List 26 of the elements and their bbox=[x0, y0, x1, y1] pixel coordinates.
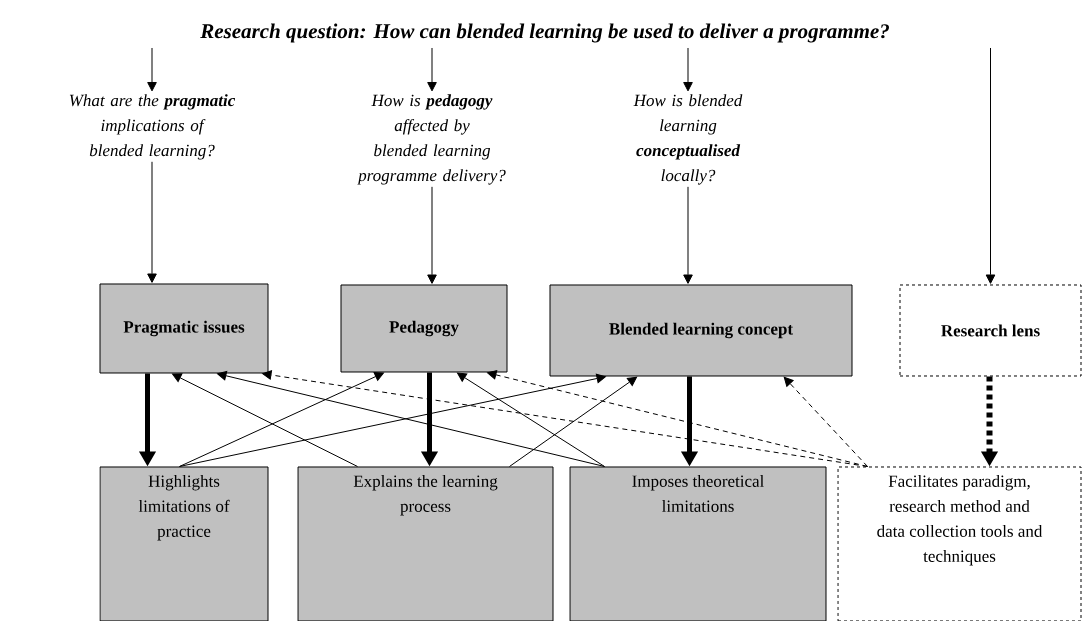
arrow bbox=[985, 47, 996, 284]
concept-box: Blended learning concept bbox=[549, 284, 853, 377]
outcome-box: Imposes theoretical limitations bbox=[569, 466, 827, 621]
arrow bbox=[783, 376, 868, 467]
arrow bbox=[262, 370, 868, 467]
concept-box: Pragmatic issues bbox=[99, 283, 269, 374]
arrow bbox=[147, 47, 157, 92]
research-lens-box: Facilitates paradigm, research method and data collection tools and techniques bbox=[837, 466, 1082, 621]
arrow bbox=[147, 161, 157, 283]
question-text: How is pedagogy affected by blended learning programme delivery? bbox=[357, 94, 506, 185]
outcome-box: Highlights limitations of practice bbox=[99, 466, 269, 621]
arrow bbox=[179, 372, 384, 467]
arrow bbox=[427, 186, 437, 284]
arrow bbox=[487, 370, 868, 467]
outcome-box: Explains the learning process bbox=[297, 466, 554, 621]
concept-box: Pedagogy bbox=[340, 284, 508, 373]
arrow bbox=[683, 47, 693, 92]
question-text: How is blended learning conceptualised locally? bbox=[633, 94, 743, 185]
arrow bbox=[172, 373, 358, 467]
arrow bbox=[456, 372, 605, 467]
arrow bbox=[509, 376, 638, 467]
title: Research question: How can blended learning be used to deliver a programme? bbox=[200, 23, 889, 43]
arrow bbox=[683, 186, 693, 284]
arrow bbox=[427, 47, 437, 92]
research-lens-box: Research lens bbox=[899, 284, 1082, 377]
question-text: What are the pragmatic implications of blended learning? bbox=[69, 94, 235, 160]
